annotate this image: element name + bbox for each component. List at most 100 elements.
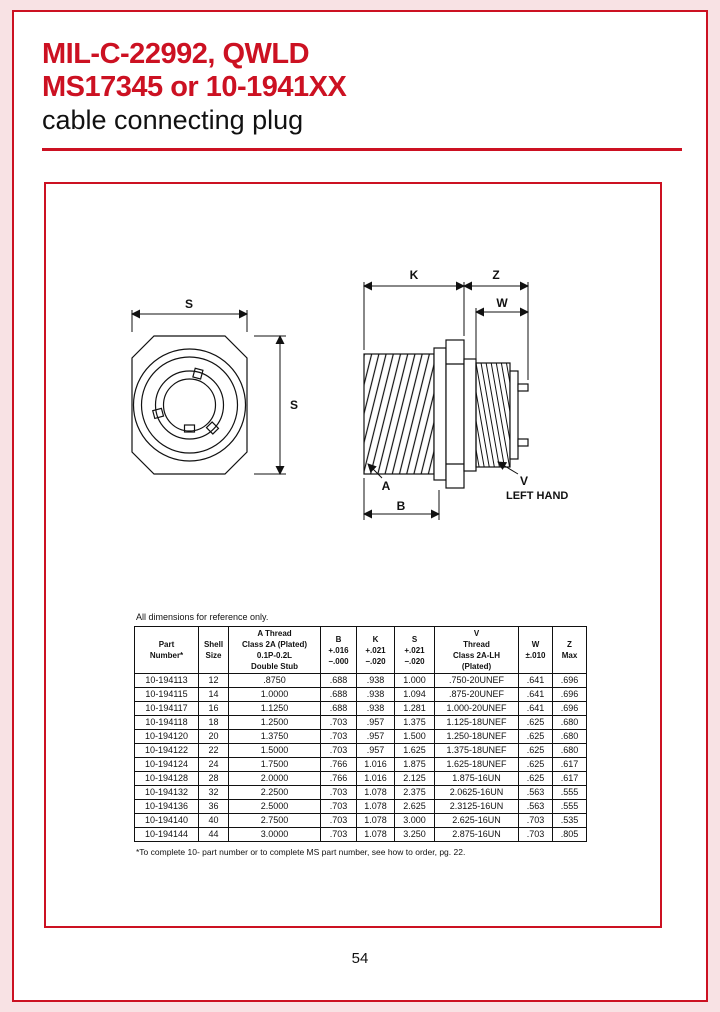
- table-cell: 1.500: [394, 729, 435, 744]
- table-cell: 22: [198, 743, 229, 758]
- table-cell: 1.094: [394, 687, 435, 702]
- table-cell: 10-194113: [134, 673, 199, 688]
- table-cell: 1.1250: [228, 701, 321, 716]
- table-cell: 2.0625-16UN: [434, 785, 519, 800]
- dim-label-s-top: S: [185, 297, 193, 311]
- table-cell: 10-194136: [134, 799, 199, 814]
- table-header-cell: B+.016−.000: [320, 626, 357, 674]
- table-cell: .696: [552, 687, 587, 702]
- cable-thread-barrel: [363, 353, 435, 475]
- table-cell: 10-194124: [134, 757, 199, 772]
- table-cell: .625: [518, 729, 553, 744]
- table-cell: .563: [518, 799, 553, 814]
- table-cell: 44: [198, 827, 229, 842]
- table-cell: .703: [518, 813, 553, 828]
- table-cell: .957: [356, 743, 395, 758]
- table-cell: 1.281: [394, 701, 435, 716]
- table-header-cell: W±.010: [518, 626, 553, 674]
- keyway: [183, 424, 196, 433]
- table-cell: 1.875: [394, 757, 435, 772]
- table-cell: 10-194140: [134, 813, 199, 828]
- table-cell: 10-194115: [134, 687, 199, 702]
- table-cell: 2.375: [394, 785, 435, 800]
- table-cell: .688: [320, 687, 357, 702]
- table-cell: 24: [198, 757, 229, 772]
- table-cell: .957: [356, 729, 395, 744]
- side-view: [363, 339, 529, 489]
- mating-thread: [475, 362, 511, 468]
- table-cell: .703: [320, 827, 357, 842]
- table-cell: .641: [518, 687, 553, 702]
- table-cell: 2.2500: [228, 785, 321, 800]
- table-cell: 10-194122: [134, 743, 199, 758]
- table-cell: .641: [518, 673, 553, 688]
- table-cell: 28: [198, 771, 229, 786]
- title-line-2: MS17345 or 10-1941XX: [42, 71, 347, 103]
- table-cell: 2.3125-16UN: [434, 799, 519, 814]
- table-cell: .750-20UNEF: [434, 673, 519, 688]
- table-cell: .875-20UNEF: [434, 687, 519, 702]
- left-hand-note: LEFT HAND: [506, 490, 568, 502]
- table-cell: .680: [552, 743, 587, 758]
- table-cell: .703: [320, 729, 357, 744]
- table-cell: 1.625: [394, 743, 435, 758]
- table-cell: 2.875-16UN: [434, 827, 519, 842]
- table-cell: 1.7500: [228, 757, 321, 772]
- title-rule: [42, 148, 682, 151]
- table-cell: 1.078: [356, 827, 395, 842]
- table-cell: 16: [198, 701, 229, 716]
- table-cell: 10-194118: [134, 715, 199, 730]
- table-cell: 1.3750: [228, 729, 321, 744]
- table-cell: 14: [198, 687, 229, 702]
- dimensions-note: All dimensions for reference only.: [136, 612, 269, 622]
- table-cell: 2.625-16UN: [434, 813, 519, 828]
- interface-face: [509, 370, 519, 460]
- front-body: [463, 358, 477, 472]
- table-cell: 1.078: [356, 813, 395, 828]
- table-cell: .957: [356, 715, 395, 730]
- table-cell: .680: [552, 715, 587, 730]
- title-block: MIL-C-22992, QWLD MS17345 or 10-1941XX c…: [42, 38, 347, 137]
- table-cell: .766: [320, 771, 357, 786]
- page: MIL-C-22992, QWLD MS17345 or 10-1941XX c…: [12, 10, 708, 1002]
- table-cell: 2.0000: [228, 771, 321, 786]
- title-line-1: MIL-C-22992, QWLD: [42, 38, 310, 70]
- insert-bore: [162, 378, 217, 432]
- table-header-cell: K+.021−.020: [356, 626, 395, 674]
- table-cell: 1.375: [394, 715, 435, 730]
- table-cell: .696: [552, 701, 587, 716]
- table-cell: 10-194120: [134, 729, 199, 744]
- contact-pin: [517, 438, 529, 447]
- table-cell: .563: [518, 785, 553, 800]
- table-cell: .805: [552, 827, 587, 842]
- table-cell: 2.125: [394, 771, 435, 786]
- table-cell: .703: [320, 715, 357, 730]
- table-cell: 1.078: [356, 799, 395, 814]
- table-cell: 10-194128: [134, 771, 199, 786]
- table-cell: .625: [518, 757, 553, 772]
- table-cell: 10-194117: [134, 701, 199, 716]
- table-cell: .938: [356, 687, 395, 702]
- table-cell: .703: [320, 785, 357, 800]
- dim-label-s-side: S: [290, 398, 298, 412]
- table-cell: 40: [198, 813, 229, 828]
- table-cell: 36: [198, 799, 229, 814]
- coupling-ring-inner: [140, 356, 239, 454]
- content-frame: S S: [44, 182, 662, 928]
- table-cell: .641: [518, 701, 553, 716]
- table-cell: .938: [356, 673, 395, 688]
- table-cell: 3.000: [394, 813, 435, 828]
- dim-label-k: K: [410, 268, 419, 282]
